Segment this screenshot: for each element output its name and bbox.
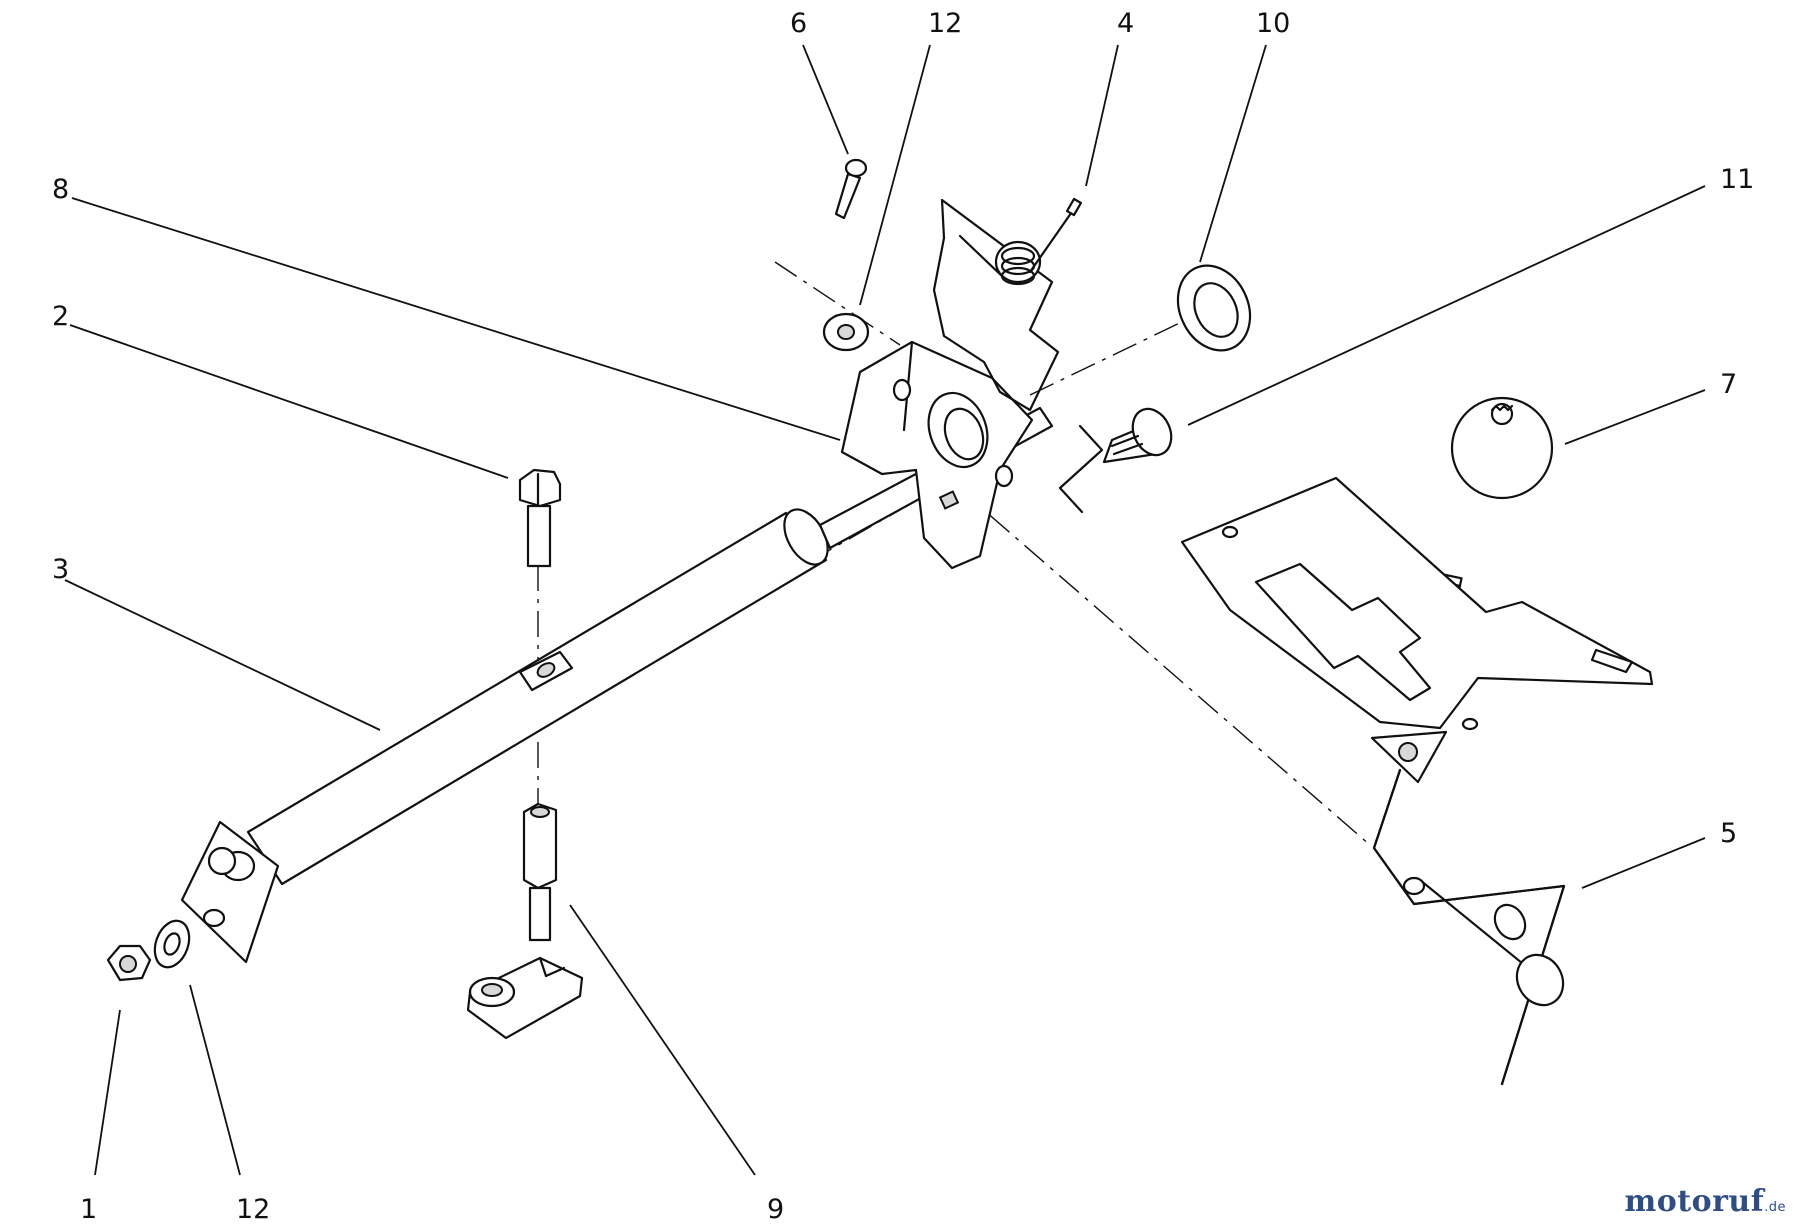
callout-1: 1 bbox=[80, 1194, 97, 1225]
leader-1 bbox=[94, 1009, 121, 1176]
watermark-logo: motoruf.de bbox=[1624, 1184, 1786, 1219]
callout-2: 2 bbox=[52, 301, 69, 332]
leader-10 bbox=[1199, 44, 1267, 263]
callout-3: 3 bbox=[52, 554, 69, 585]
large-washer bbox=[1176, 264, 1252, 352]
shift-lever-assembly bbox=[1180, 476, 1654, 1086]
spacer-coupler bbox=[466, 802, 584, 1040]
callout-12-lower: 12 bbox=[236, 1194, 270, 1225]
washer-upper bbox=[822, 312, 870, 352]
callout-labels: 1 2 3 4 5 6 7 8 9 10 11 12 12 bbox=[52, 8, 1754, 1225]
watermark-main: motoruf bbox=[1624, 1184, 1765, 1219]
callout-4: 4 bbox=[1117, 8, 1134, 39]
leader-2 bbox=[69, 324, 509, 479]
callout-12-upper: 12 bbox=[928, 8, 962, 39]
callout-7: 7 bbox=[1720, 369, 1737, 400]
callout-9: 9 bbox=[767, 1194, 784, 1225]
leader-11 bbox=[1187, 185, 1706, 426]
torsion-spring bbox=[932, 197, 1083, 412]
shaft-end-plate bbox=[180, 820, 280, 964]
watermark-tld: .de bbox=[1764, 1200, 1786, 1215]
mounting-bracket bbox=[840, 340, 1034, 570]
parts-drawing bbox=[106, 158, 1654, 1086]
leader-5 bbox=[1581, 837, 1706, 889]
leader-lines bbox=[64, 44, 1706, 1176]
leader-4 bbox=[1085, 44, 1119, 187]
callout-11: 11 bbox=[1720, 164, 1754, 195]
washer-lower bbox=[153, 919, 191, 969]
center-axis-line-pin bbox=[774, 261, 901, 346]
callout-10: 10 bbox=[1256, 8, 1290, 39]
callout-6: 6 bbox=[790, 8, 807, 39]
leader-3 bbox=[64, 579, 381, 731]
break-mark bbox=[1058, 424, 1104, 514]
center-axis-line-washer bbox=[1029, 317, 1191, 396]
leader-9 bbox=[569, 904, 756, 1176]
callout-8: 8 bbox=[52, 174, 69, 205]
leader-7 bbox=[1564, 389, 1706, 445]
nut bbox=[106, 944, 152, 982]
callout-5: 5 bbox=[1720, 818, 1737, 849]
leader-12-lower bbox=[189, 984, 241, 1176]
leader-12-upper bbox=[859, 44, 931, 306]
cotter-pin bbox=[834, 158, 868, 220]
leader-8 bbox=[71, 197, 841, 441]
leader-6 bbox=[802, 44, 849, 155]
hex-bolt bbox=[518, 468, 562, 568]
carriage-bolt bbox=[1102, 407, 1173, 464]
